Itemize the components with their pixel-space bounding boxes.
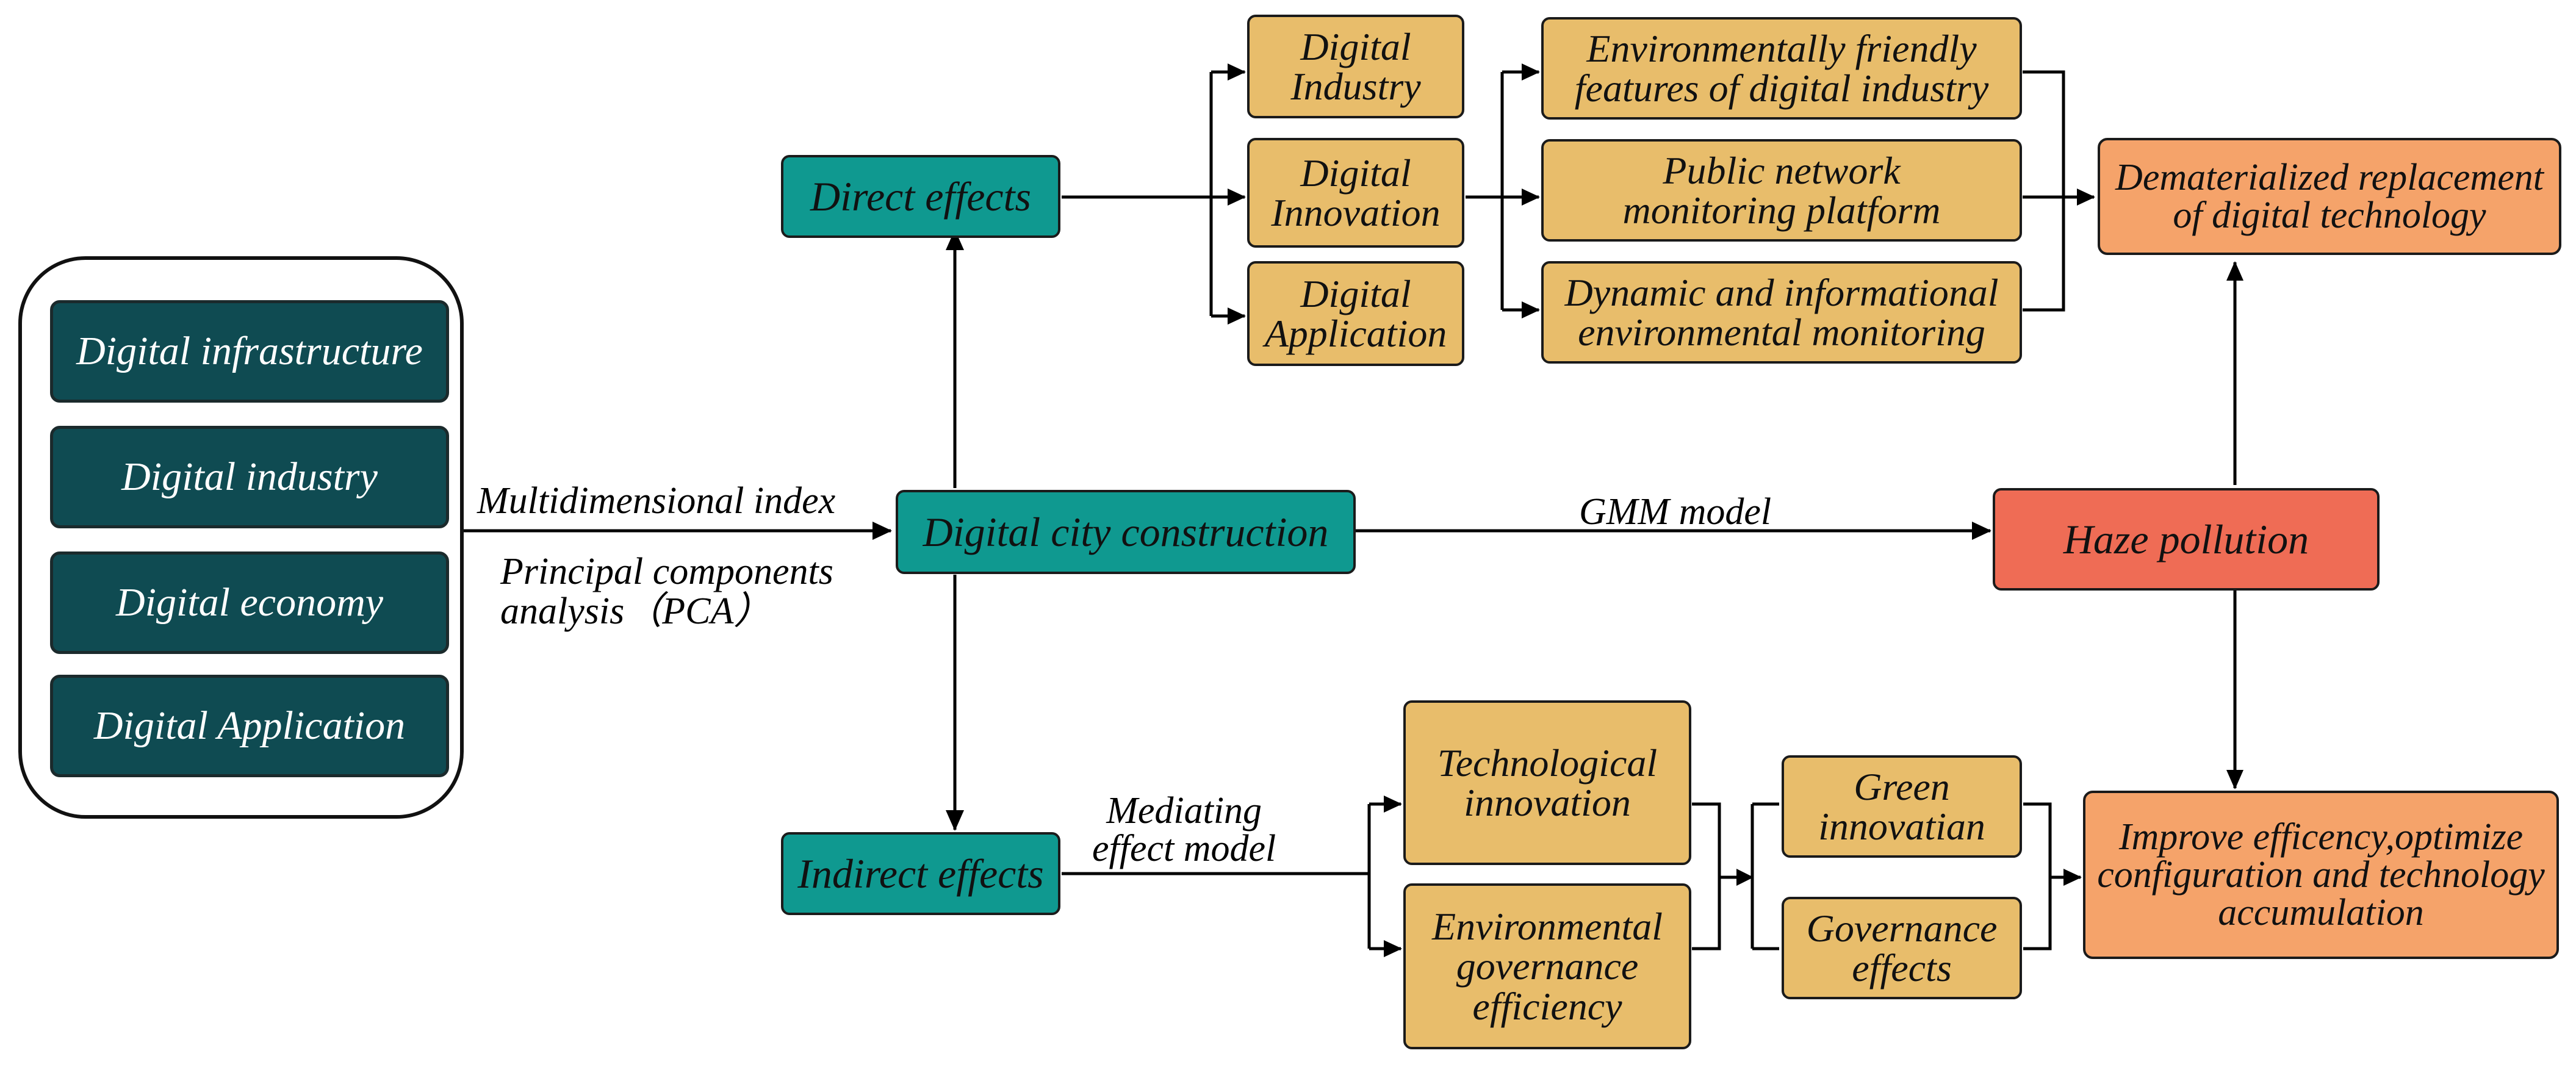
green-innovation-node: Green innovatian xyxy=(1782,755,2022,858)
digital-innovation-node: Digital Innovation xyxy=(1247,138,1464,248)
arrowhead-center xyxy=(872,522,892,540)
arrowhead-haze-down xyxy=(2226,770,2243,789)
arrowhead-eco xyxy=(1522,63,1540,81)
label-multidimensional-index: Multidimensional index xyxy=(477,480,836,522)
digital-application-node: Digital Application xyxy=(1247,261,1464,366)
environmental-governance-node: Environmental governance efficiency xyxy=(1403,883,1691,1049)
arrowhead-dynamic xyxy=(1522,301,1540,318)
public-network-node: Public network monitoring platform xyxy=(1541,139,2022,242)
arrowhead-public xyxy=(1522,189,1540,206)
arrowhead-env xyxy=(1384,940,1402,957)
arrowhead-outcome-bottom xyxy=(2063,869,2082,886)
input-digital-infrastructure: Digital infrastructure xyxy=(50,300,449,403)
haze-pollution-node: Haze pollution xyxy=(1993,488,2380,591)
label-gmm-model: GMM model xyxy=(1579,491,1772,533)
label-pca: Principal components analysis（PCA） xyxy=(500,551,833,633)
digital-city-construction-node: Digital city construction xyxy=(896,490,1356,574)
arrowhead-haze xyxy=(1972,522,1991,540)
arrowhead-outcome-top xyxy=(2077,189,2095,206)
arrowhead-direct xyxy=(946,229,964,250)
arrowhead-industry xyxy=(1228,63,1246,81)
input-digital-industry: Digital industry xyxy=(50,426,449,528)
technological-innovation-node: Technological innovation xyxy=(1403,700,1691,865)
arrowhead-effects xyxy=(1736,869,1754,886)
dematerialized-replacement-node: Dematerialized replacement of digital te… xyxy=(2098,138,2561,255)
bracket-mechanisms-right xyxy=(2023,70,2065,312)
governance-effects-node: Governance effects xyxy=(1782,897,2022,999)
direct-effects-node: Direct effects xyxy=(781,155,1060,238)
arrowhead-tech xyxy=(1384,796,1402,813)
input-digital-application: Digital Application xyxy=(50,675,449,777)
arrowhead-haze-up xyxy=(2226,261,2243,281)
arrowhead-indirect xyxy=(946,810,964,831)
arrowhead-innovation xyxy=(1228,189,1246,206)
eco-features-node: Environmentally friendly features of dig… xyxy=(1541,17,2022,120)
arrowhead-application xyxy=(1228,307,1246,325)
bracket-effects-right xyxy=(2023,802,2052,950)
input-digital-economy: Digital economy xyxy=(50,551,449,654)
improve-efficiency-node: Improve efficency,optimize configuration… xyxy=(2083,791,2559,959)
bracket-mediators-right xyxy=(1692,802,1721,950)
digital-industry-node: Digital Industry xyxy=(1247,15,1464,118)
indirect-effects-node: Indirect effects xyxy=(781,832,1060,915)
dynamic-monitoring-node: Dynamic and informational environmental … xyxy=(1541,261,2022,364)
label-mediating-effect-model: Mediating effect model xyxy=(1092,790,1276,869)
